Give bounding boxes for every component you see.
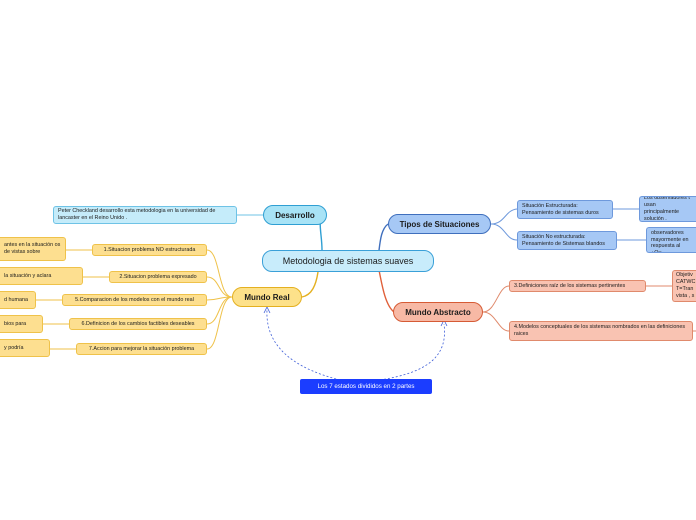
branch-abstracto-label: Mundo Abstracto — [405, 307, 471, 317]
real-child-7-text: 7.Accion para mejorar la situación probl… — [88, 345, 195, 352]
root-topic-label: Metodologia de sistemas suaves — [282, 256, 414, 266]
tipos-detail-estructurada[interactable]: Los observadores t usan principalmente s… — [639, 196, 696, 222]
real-child-2[interactable]: 2.Situacion problema expresado — [109, 271, 207, 283]
tipos-child-no-estructurada-text: Situación No estructurada: Pensamiento d… — [522, 233, 606, 247]
branch-tipos-label: Tipos de Situaciones — [399, 219, 480, 229]
real-detail-2-text: la situación y aclara — [4, 272, 52, 279]
tipos-detail-estructurada-text: Los observadores t usan principalmente s… — [644, 196, 690, 222]
floating-note[interactable]: Los 7 estados divididos en 2 partes — [300, 379, 432, 394]
branch-real-label: Mundo Real — [244, 292, 290, 302]
real-child-6-text: 6.Definicion de los cambios factibles de… — [81, 320, 195, 327]
abstracto-child-modelos[interactable]: 4.Modelos conceptuales de los sistemas n… — [509, 321, 693, 341]
tipos-child-estructurada[interactable]: Situación Estructurada: Pensamiento de s… — [517, 200, 613, 219]
real-detail-7[interactable]: y podría — [0, 339, 50, 357]
tipos-child-no-estructurada[interactable]: Situación No estructurada: Pensamiento d… — [517, 231, 617, 250]
abstracto-child-definiciones-text: 3.Definiciones raíz de los sistemas pert… — [514, 282, 626, 289]
real-detail-1-text: antes en la situación os de vistas sobre — [4, 242, 61, 255]
real-detail-6-text: bios para — [4, 320, 27, 327]
real-child-2-text: 2.Situacion problema expresado — [119, 273, 197, 280]
real-child-6[interactable]: 6.Definicion de los cambios factibles de… — [69, 318, 207, 330]
tipos-detail-no-estructurada[interactable]: Los observadores mayormente en respuesta… — [646, 227, 696, 253]
branch-desarrollo-label: Desarrollo — [275, 210, 315, 220]
abstracto-child-definiciones[interactable]: 3.Definiciones raíz de los sistemas pert… — [509, 280, 646, 292]
real-child-1-text: 1.Situacion problema NO estructurada — [103, 246, 196, 253]
abstracto-detail-definiciones-text: Objetiv CATWC T=Tran vista , s — [676, 272, 696, 299]
real-child-7[interactable]: 7.Accion para mejorar la situación probl… — [76, 343, 207, 355]
tipos-detail-no-estructurada-text: Los observadores mayormente en respuesta… — [651, 228, 689, 252]
root-topic[interactable]: Metodologia de sistemas suaves — [262, 250, 434, 272]
branch-desarrollo[interactable]: Desarrollo — [263, 205, 327, 225]
desarrollo-leaf-text: Peter Checkland desarrollo esta metodolo… — [58, 208, 216, 221]
branch-mundo-real[interactable]: Mundo Real — [232, 287, 302, 307]
desarrollo-leaf[interactable]: Peter Checkland desarrollo esta metodolo… — [53, 206, 237, 224]
real-child-5-text: 5.Comparacion de los modelos con el mund… — [75, 296, 194, 303]
real-detail-5-text: d humana — [4, 296, 28, 303]
real-detail-7-text: y podría — [4, 344, 24, 351]
real-detail-5[interactable]: d humana — [0, 291, 36, 309]
floating-note-text: Los 7 estados divididos en 2 partes — [317, 383, 415, 390]
tipos-child-estructurada-text: Situación Estructurada: Pensamiento de s… — [522, 202, 599, 216]
branch-tipos-situaciones[interactable]: Tipos de Situaciones — [388, 214, 491, 234]
abstracto-child-modelos-text: 4.Modelos conceptuales de los sistemas n… — [514, 324, 686, 337]
real-detail-1[interactable]: antes en la situación os de vistas sobre — [0, 237, 66, 261]
real-child-1[interactable]: 1.Situacion problema NO estructurada — [92, 244, 207, 256]
real-child-5[interactable]: 5.Comparacion de los modelos con el mund… — [62, 294, 207, 306]
abstracto-detail-definiciones[interactable]: Objetiv CATWC T=Tran vista , s — [672, 270, 696, 302]
real-detail-6[interactable]: bios para — [0, 315, 43, 333]
branch-mundo-abstracto[interactable]: Mundo Abstracto — [393, 302, 483, 322]
real-detail-2[interactable]: la situación y aclara — [0, 267, 83, 285]
